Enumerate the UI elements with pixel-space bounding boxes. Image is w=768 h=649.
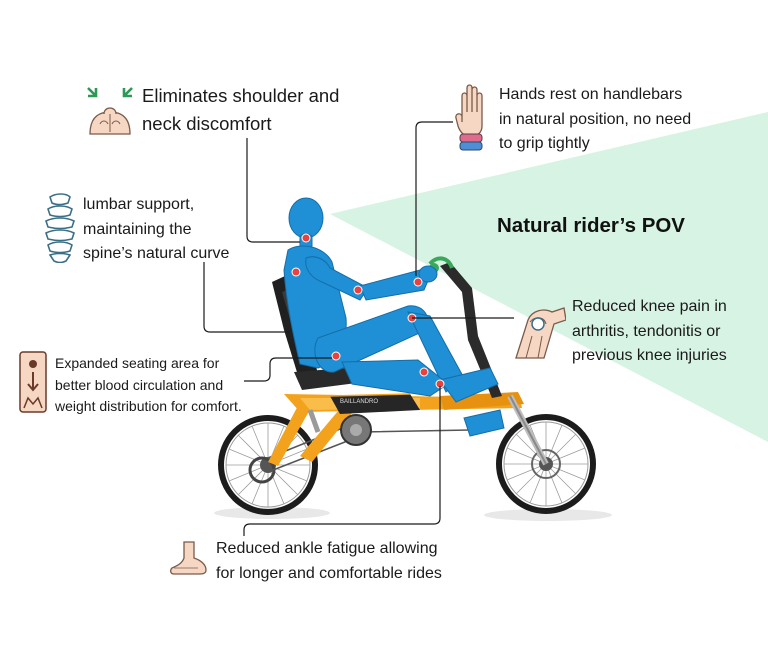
callout-knee-line-2: arthritis, tendonitis or: [572, 322, 721, 340]
pov-cone: [330, 112, 768, 442]
hand-wrist-icon: [455, 84, 483, 151]
callout-lumbar-line-2: maintaining the: [83, 220, 192, 238]
callout-ankle: Reduced ankle fatigue allowing for longe…: [216, 537, 442, 586]
knee-joint-icon: [515, 307, 566, 359]
callout-knee-line-3: previous knee injuries: [572, 347, 727, 364]
rider-forearm: [359, 269, 431, 301]
shoulder-pain-icon: [87, 87, 133, 135]
spine-icon: [45, 193, 75, 263]
callout-seat: Expanded seating area for better blood c…: [55, 353, 242, 418]
rider-head: [288, 197, 324, 239]
callout-hands: Hands rest on handlebars in natural posi…: [499, 83, 691, 157]
callout-shoulder-line-2: neck discomfort: [142, 113, 272, 134]
frame-brand: BAILLANDRO: [340, 399, 378, 405]
callout-knee: Reduced knee pain in arthritis, tendonit…: [572, 295, 727, 369]
callout-lumbar-line-3: spine’s natural curve: [83, 245, 230, 262]
rider-foot: [439, 367, 499, 403]
frame-brand-text: BAILLANDRO: [340, 399, 378, 405]
callout-ankle-line-1: Reduced ankle fatigue allowing: [216, 540, 438, 557]
seat-circulation-icon: [19, 351, 47, 413]
trike-frame: [268, 392, 549, 466]
foot-icon: [170, 541, 207, 575]
callout-lumbar: lumbar support, maintaining the spine’s …: [83, 193, 229, 267]
callout-hands-line-3: to grip tightly: [499, 135, 590, 152]
callout-seat-line-3: weight distribution for comfort.: [55, 398, 242, 414]
pov-title: Natural rider’s POV: [497, 214, 685, 237]
callout-shoulder-line-1: Eliminates shoulder and: [142, 85, 340, 106]
callout-hands-line-1: Hands rest on handlebars: [499, 86, 683, 103]
callout-seat-line-1: Expanded seating area for: [55, 355, 220, 371]
callout-seat-line-2: better blood circulation and: [55, 376, 224, 393]
callout-shoulder: Eliminates shoulder and neck discomfort: [142, 82, 339, 138]
callout-lumbar-line-1: lumbar support,: [83, 196, 195, 213]
callout-hands-line-2: in natural position, no need: [499, 110, 692, 128]
rider-mannequin: [283, 197, 505, 437]
leader-lines: [203, 121, 514, 536]
rear-wheel: [218, 415, 318, 515]
callout-ankle-line-2: for longer and comfortable rides: [216, 564, 442, 582]
callout-knee-line-1: Reduced knee pain in: [572, 298, 727, 315]
wheel-shadow-front: [484, 509, 612, 521]
